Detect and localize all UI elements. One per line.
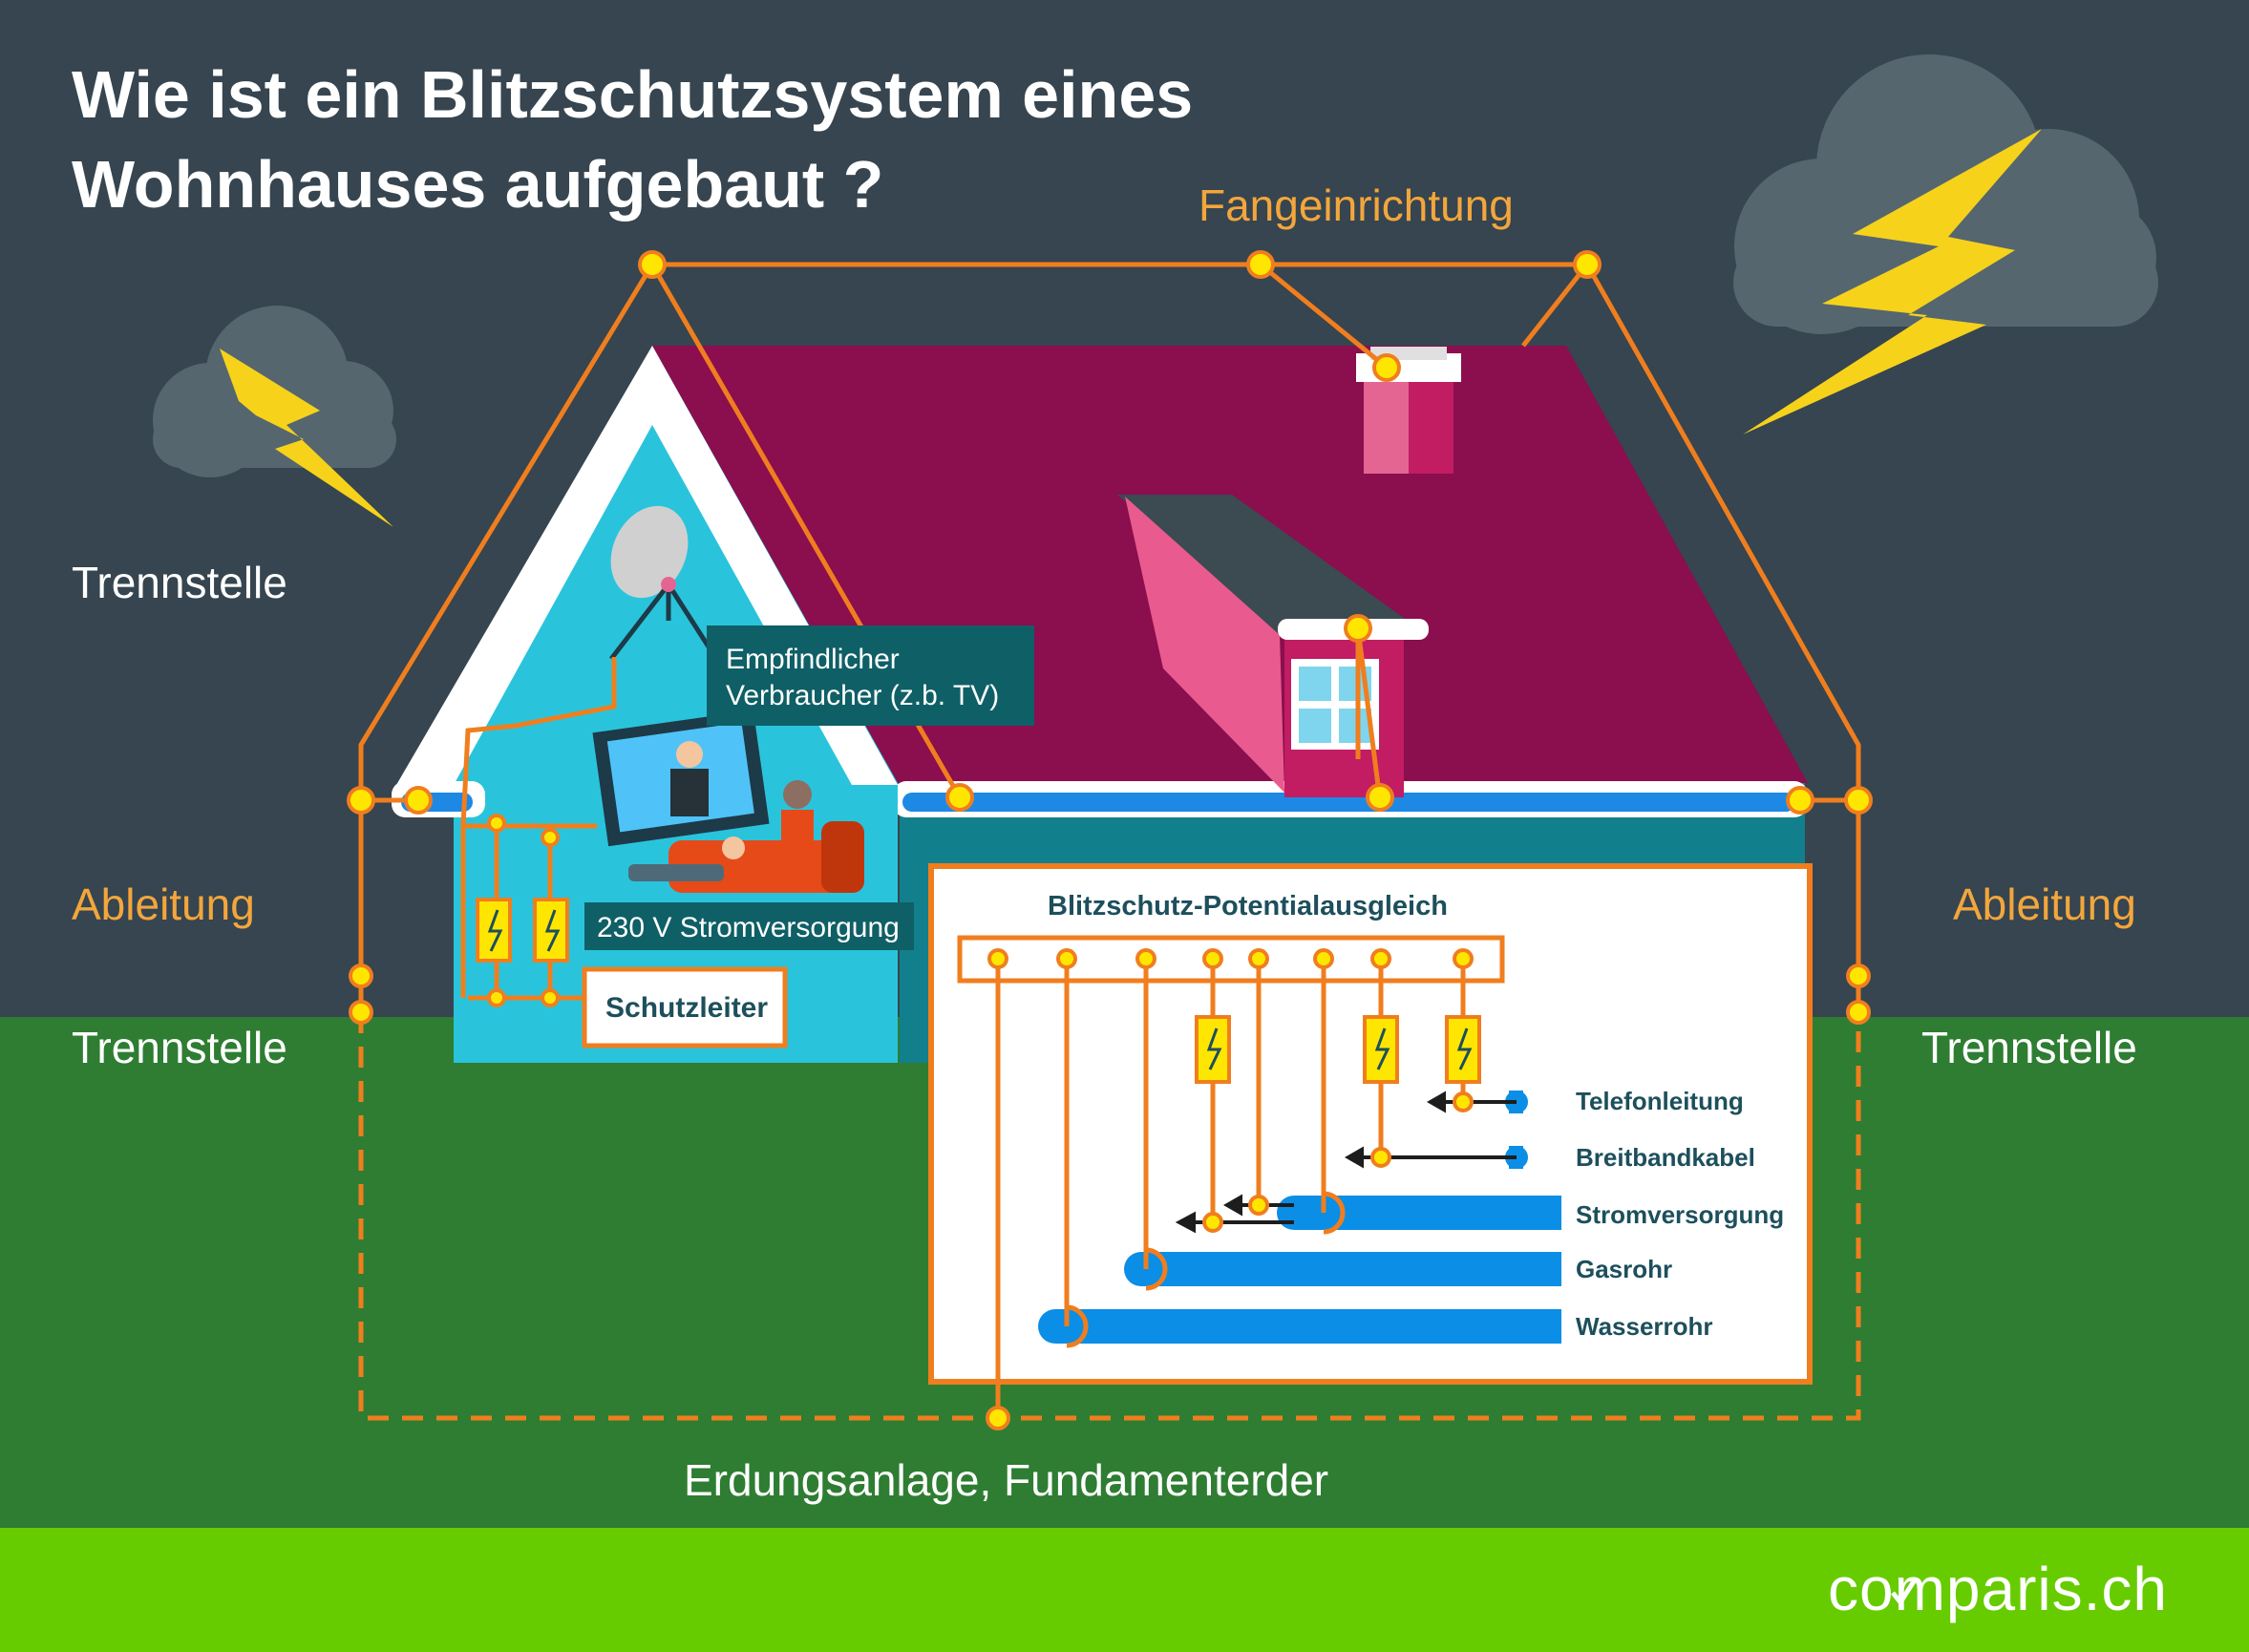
pipe-label-telefon: Telefonleitung [1576, 1087, 1744, 1115]
title-line-1: Wie ist ein Blitzschutzsystem eines [72, 57, 1194, 132]
gutter-right [902, 793, 1795, 812]
pipe-label-strom: Stromversorgung [1576, 1200, 1785, 1229]
power-supply-label: 230 V Stromversorgung [597, 912, 900, 943]
surge-arrester-icon [1195, 1015, 1231, 1084]
page-title: Wie ist ein Blitzschutzsystem eines Wohn… [72, 50, 1193, 229]
pipe-label-gas: Gasrohr [1576, 1255, 1673, 1283]
consumer-label-line-1: Empfindlicher [726, 644, 900, 675]
label-ableitung-right: Ableitung [1953, 879, 2136, 929]
label-trennstelle-top-left: Trennstelle [72, 558, 287, 607]
pipe-gas [1141, 1252, 1561, 1286]
label-trennstelle-right: Trennstelle [1921, 1023, 2137, 1072]
junction-nodes [347, 250, 1873, 1430]
gable-trim [396, 346, 898, 785]
lightning-bolt-small-icon [220, 349, 393, 527]
dormer-window-pane [1299, 667, 1331, 701]
consumer-label-box [707, 625, 1034, 726]
person-icon [783, 780, 812, 809]
earthing-conductor [358, 1012, 1861, 1421]
power-supply-label-box [584, 902, 914, 950]
label-ableitung-left: Ableitung [72, 879, 255, 929]
consumer-label-line-2: Verbraucher (z.b. TV) [726, 680, 1000, 711]
potential-equalization-title: Blitzschutz-Potentialausgleich [1048, 891, 1448, 921]
surge-arrester-icon [476, 898, 512, 963]
dormer-cheek [1125, 497, 1284, 793]
title-line-2: Wohnhauses aufgebaut ? [72, 147, 884, 222]
pipe-label-wasser: Wasserrohr [1576, 1312, 1713, 1341]
label-trennstelle-left: Trennstelle [72, 1023, 287, 1072]
pipe-strom [1294, 1196, 1561, 1230]
schutzleiter-box [582, 966, 788, 1048]
dormer-roof [1117, 495, 1428, 635]
surge-arrester-icon [1363, 1015, 1399, 1084]
surge-arrester-icon [533, 898, 569, 963]
surge-arrester-icon [1445, 1015, 1481, 1084]
potential-equalization-panel [928, 863, 1813, 1385]
pipe-label-breitband: Breitbandkabel [1576, 1143, 1755, 1172]
label-fangeinrichtung: Fangeinrichtung [1199, 180, 1514, 230]
comparis-logo[interactable]: comparis.ch [1828, 1555, 2168, 1623]
lightning-bolt-large-icon [1743, 129, 2042, 434]
chimney-side [1409, 382, 1453, 474]
footer-bar [0, 1528, 2249, 1652]
satellite-dish-icon [610, 505, 689, 599]
label-erdung: Erdungsanlage, Fundamenterder [684, 1455, 1329, 1505]
equipotential-bar [957, 935, 1505, 984]
schutzleiter-label: Schutzleiter [605, 992, 769, 1024]
pipe-water [1055, 1309, 1561, 1344]
logo-check-icon [1891, 1579, 1917, 1607]
